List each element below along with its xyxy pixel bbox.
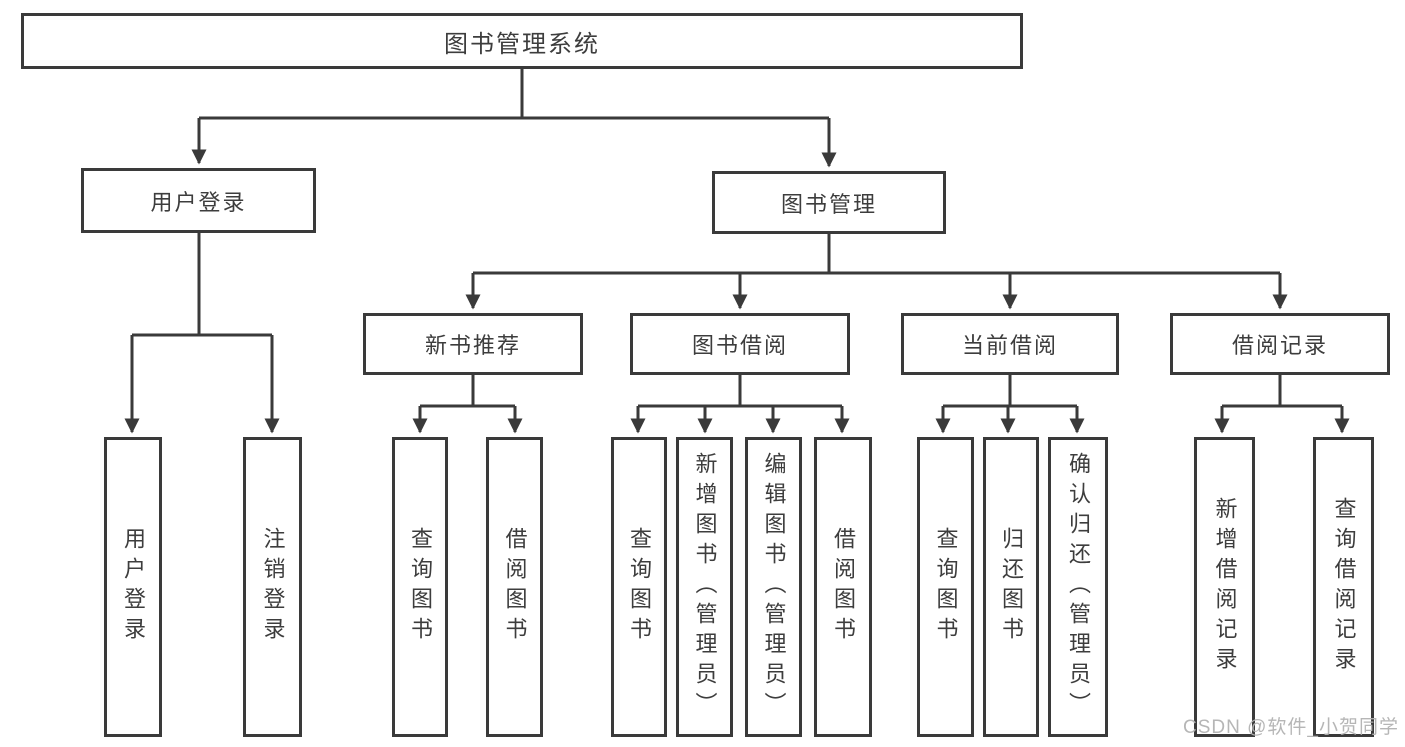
leaf-query-books-borrow-label: 查询图书 xyxy=(627,527,652,647)
node-system-root-label: 图书管理系统 xyxy=(444,30,600,58)
leaf-borrow-books-recommend-label: 借阅图书 xyxy=(502,527,528,647)
node-current-borrow: 当前借阅 xyxy=(901,313,1119,375)
leaf-query-books-recommend: 查询图书 xyxy=(392,437,448,737)
node-user-login: 用户登录 xyxy=(81,168,316,233)
leaf-logout: 注销登录 xyxy=(243,437,302,737)
leaf-query-books-borrow: 查询图书 xyxy=(611,437,667,737)
leaf-add-books-admin-label: 新增图书（管理员） xyxy=(692,452,718,722)
node-book-borrow: 图书借阅 xyxy=(630,313,850,375)
leaf-borrow-books: 借阅图书 xyxy=(814,437,872,737)
leaf-user-login-label: 用户登录 xyxy=(121,527,146,647)
node-current-borrow-label: 当前借阅 xyxy=(961,333,1058,358)
leaf-query-borrow-record-label: 查询借阅记录 xyxy=(1331,497,1357,677)
leaf-return-books-label: 归还图书 xyxy=(999,527,1024,647)
node-borrow-records: 借阅记录 xyxy=(1170,313,1390,375)
leaf-confirm-return-admin-label: 确认归还（管理员） xyxy=(1066,452,1091,722)
leaf-query-borrow-record: 查询借阅记录 xyxy=(1313,437,1374,737)
leaf-add-borrow-record-label: 新增借阅记录 xyxy=(1212,497,1238,677)
leaf-query-books-recommend-label: 查询图书 xyxy=(408,527,433,647)
leaf-user-login: 用户登录 xyxy=(104,437,162,737)
leaf-borrow-books-recommend: 借阅图书 xyxy=(486,437,543,737)
csdn-watermark: CSDN @软件_小贺同学 xyxy=(1183,717,1399,738)
leaf-logout-label: 注销登录 xyxy=(260,527,286,647)
node-book-management: 图书管理 xyxy=(712,171,946,234)
node-book-management-label: 图书管理 xyxy=(780,191,877,217)
leaf-query-books-current-label: 查询图书 xyxy=(933,527,959,647)
node-user-login-label: 用户登录 xyxy=(150,189,247,215)
leaf-add-borrow-record: 新增借阅记录 xyxy=(1194,437,1255,737)
leaf-return-books: 归还图书 xyxy=(983,437,1039,737)
leaf-borrow-books-label: 借阅图书 xyxy=(831,527,856,647)
node-new-book-recommend: 新书推荐 xyxy=(363,313,583,375)
node-new-book-recommend-label: 新书推荐 xyxy=(424,333,521,358)
node-borrow-records-label: 借阅记录 xyxy=(1231,333,1328,358)
node-system-root: 图书管理系统 xyxy=(21,13,1023,69)
node-book-borrow-label: 图书借阅 xyxy=(691,333,788,358)
leaf-confirm-return-admin: 确认归还（管理员） xyxy=(1048,437,1108,737)
leaf-query-books-current: 查询图书 xyxy=(917,437,974,737)
leaf-add-books-admin: 新增图书（管理员） xyxy=(676,437,733,737)
leaf-edit-books-admin: 编辑图书（管理员） xyxy=(745,437,802,737)
leaf-edit-books-admin-label: 编辑图书（管理员） xyxy=(761,452,787,722)
